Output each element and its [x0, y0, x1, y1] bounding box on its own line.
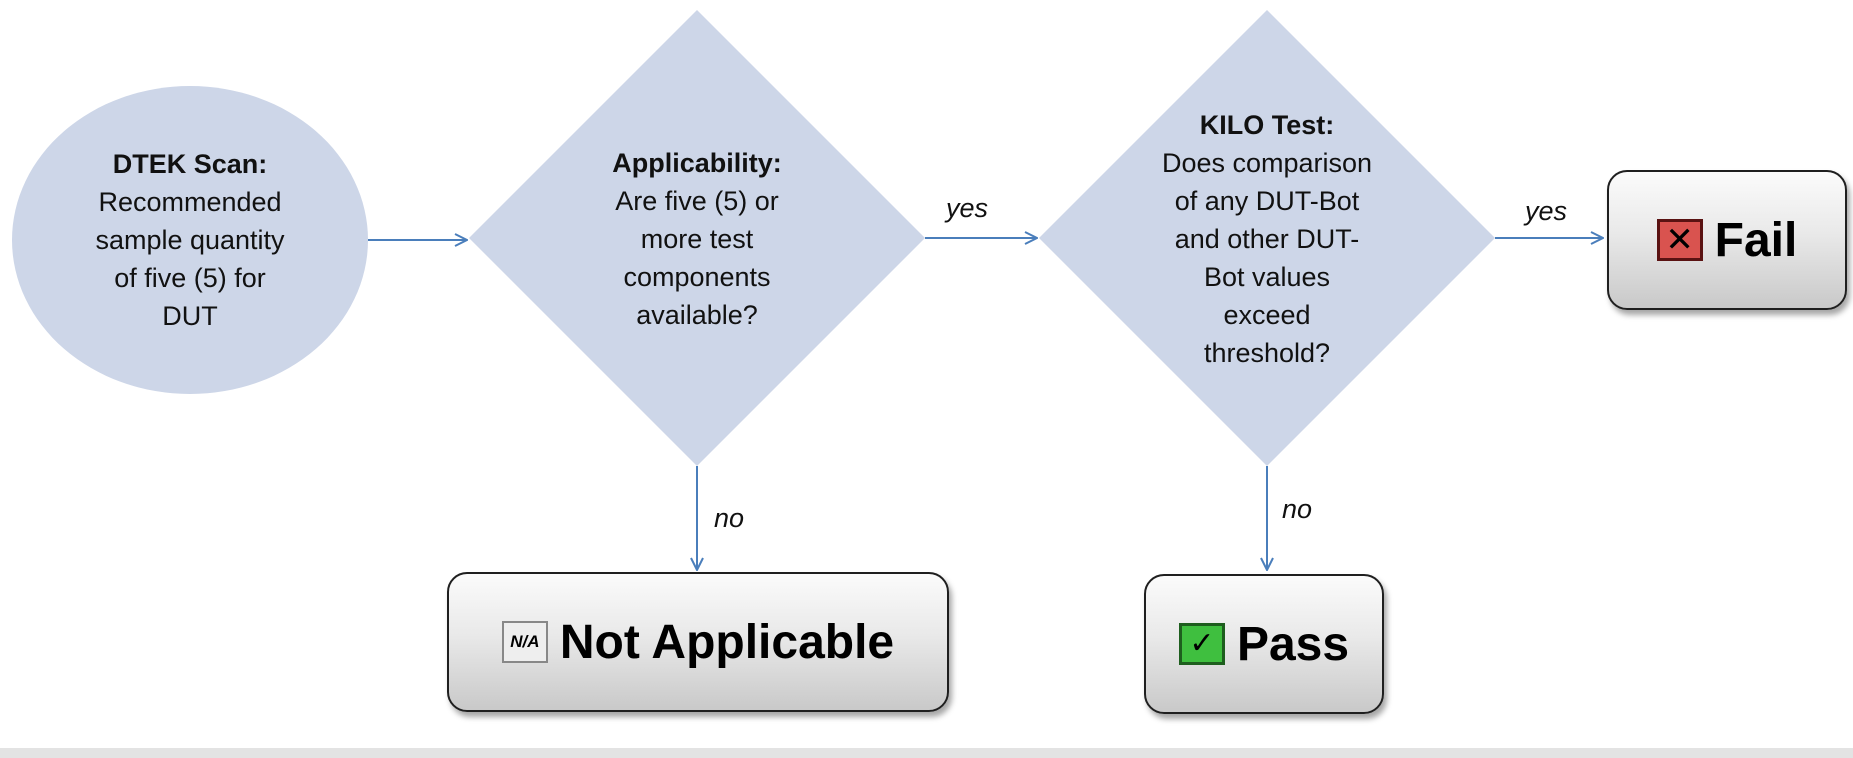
na-icon: N/A — [501, 621, 548, 663]
applicability-node-line: more test — [640, 224, 754, 254]
kilo-node-line: of any DUT-Bot — [1174, 186, 1360, 216]
x-mark-icon: ✕ — [1656, 219, 1703, 261]
kilo-node-title: KILO Test: — [1199, 110, 1335, 140]
pass-result-box: ✓ Pass — [1144, 574, 1384, 714]
kilo-node-line: and other DUT- — [1174, 224, 1360, 254]
kilo-node-line: exceed — [1223, 300, 1311, 330]
not-applicable-result-box: N/A Not Applicable — [447, 572, 949, 712]
applicability-node-text: Applicability: Are five (5) or more test… — [567, 144, 827, 334]
start-node-line: Recommended — [98, 187, 282, 217]
edge-label-applicability-no: no — [714, 503, 745, 533]
edge-label-kilo-yes: yes — [1525, 196, 1568, 226]
start-node-line: DUT — [162, 301, 218, 331]
kilo-node-text: KILO Test: Does comparison of any DUT-Bo… — [1137, 104, 1397, 374]
checkmark-icon: ✓ — [1178, 623, 1225, 665]
start-node-title: DTEK Scan: — [112, 149, 268, 179]
applicability-diamond — [469, 10, 925, 466]
edge-label-kilo-no: no — [1282, 494, 1313, 524]
applicability-node-line: Are five (5) or — [615, 186, 779, 216]
applicability-node-title: Applicability: — [612, 148, 782, 178]
start-node-line: of five (5) for — [114, 263, 266, 293]
kilo-diamond — [1039, 10, 1495, 466]
fail-label: Fail — [1714, 213, 1798, 267]
kilo-node-line: Bot values — [1203, 262, 1331, 292]
start-ellipse — [12, 86, 368, 394]
kilo-node-line: Does comparison — [1161, 148, 1373, 178]
fail-result-box: ✕ Fail — [1607, 170, 1847, 310]
applicability-node-line: available? — [636, 300, 758, 330]
edge-label-applicability-yes: yes — [946, 193, 989, 223]
pass-label: Pass — [1236, 617, 1350, 671]
applicability-node-line: components — [623, 262, 771, 292]
bottom-divider — [0, 748, 1853, 758]
not-applicable-label: Not Applicable — [559, 615, 895, 669]
start-node-text: DTEK Scan: Recommended sample quantity o… — [40, 86, 340, 394]
kilo-node-line: threshold? — [1203, 338, 1331, 368]
start-node-line: sample quantity — [95, 225, 285, 255]
